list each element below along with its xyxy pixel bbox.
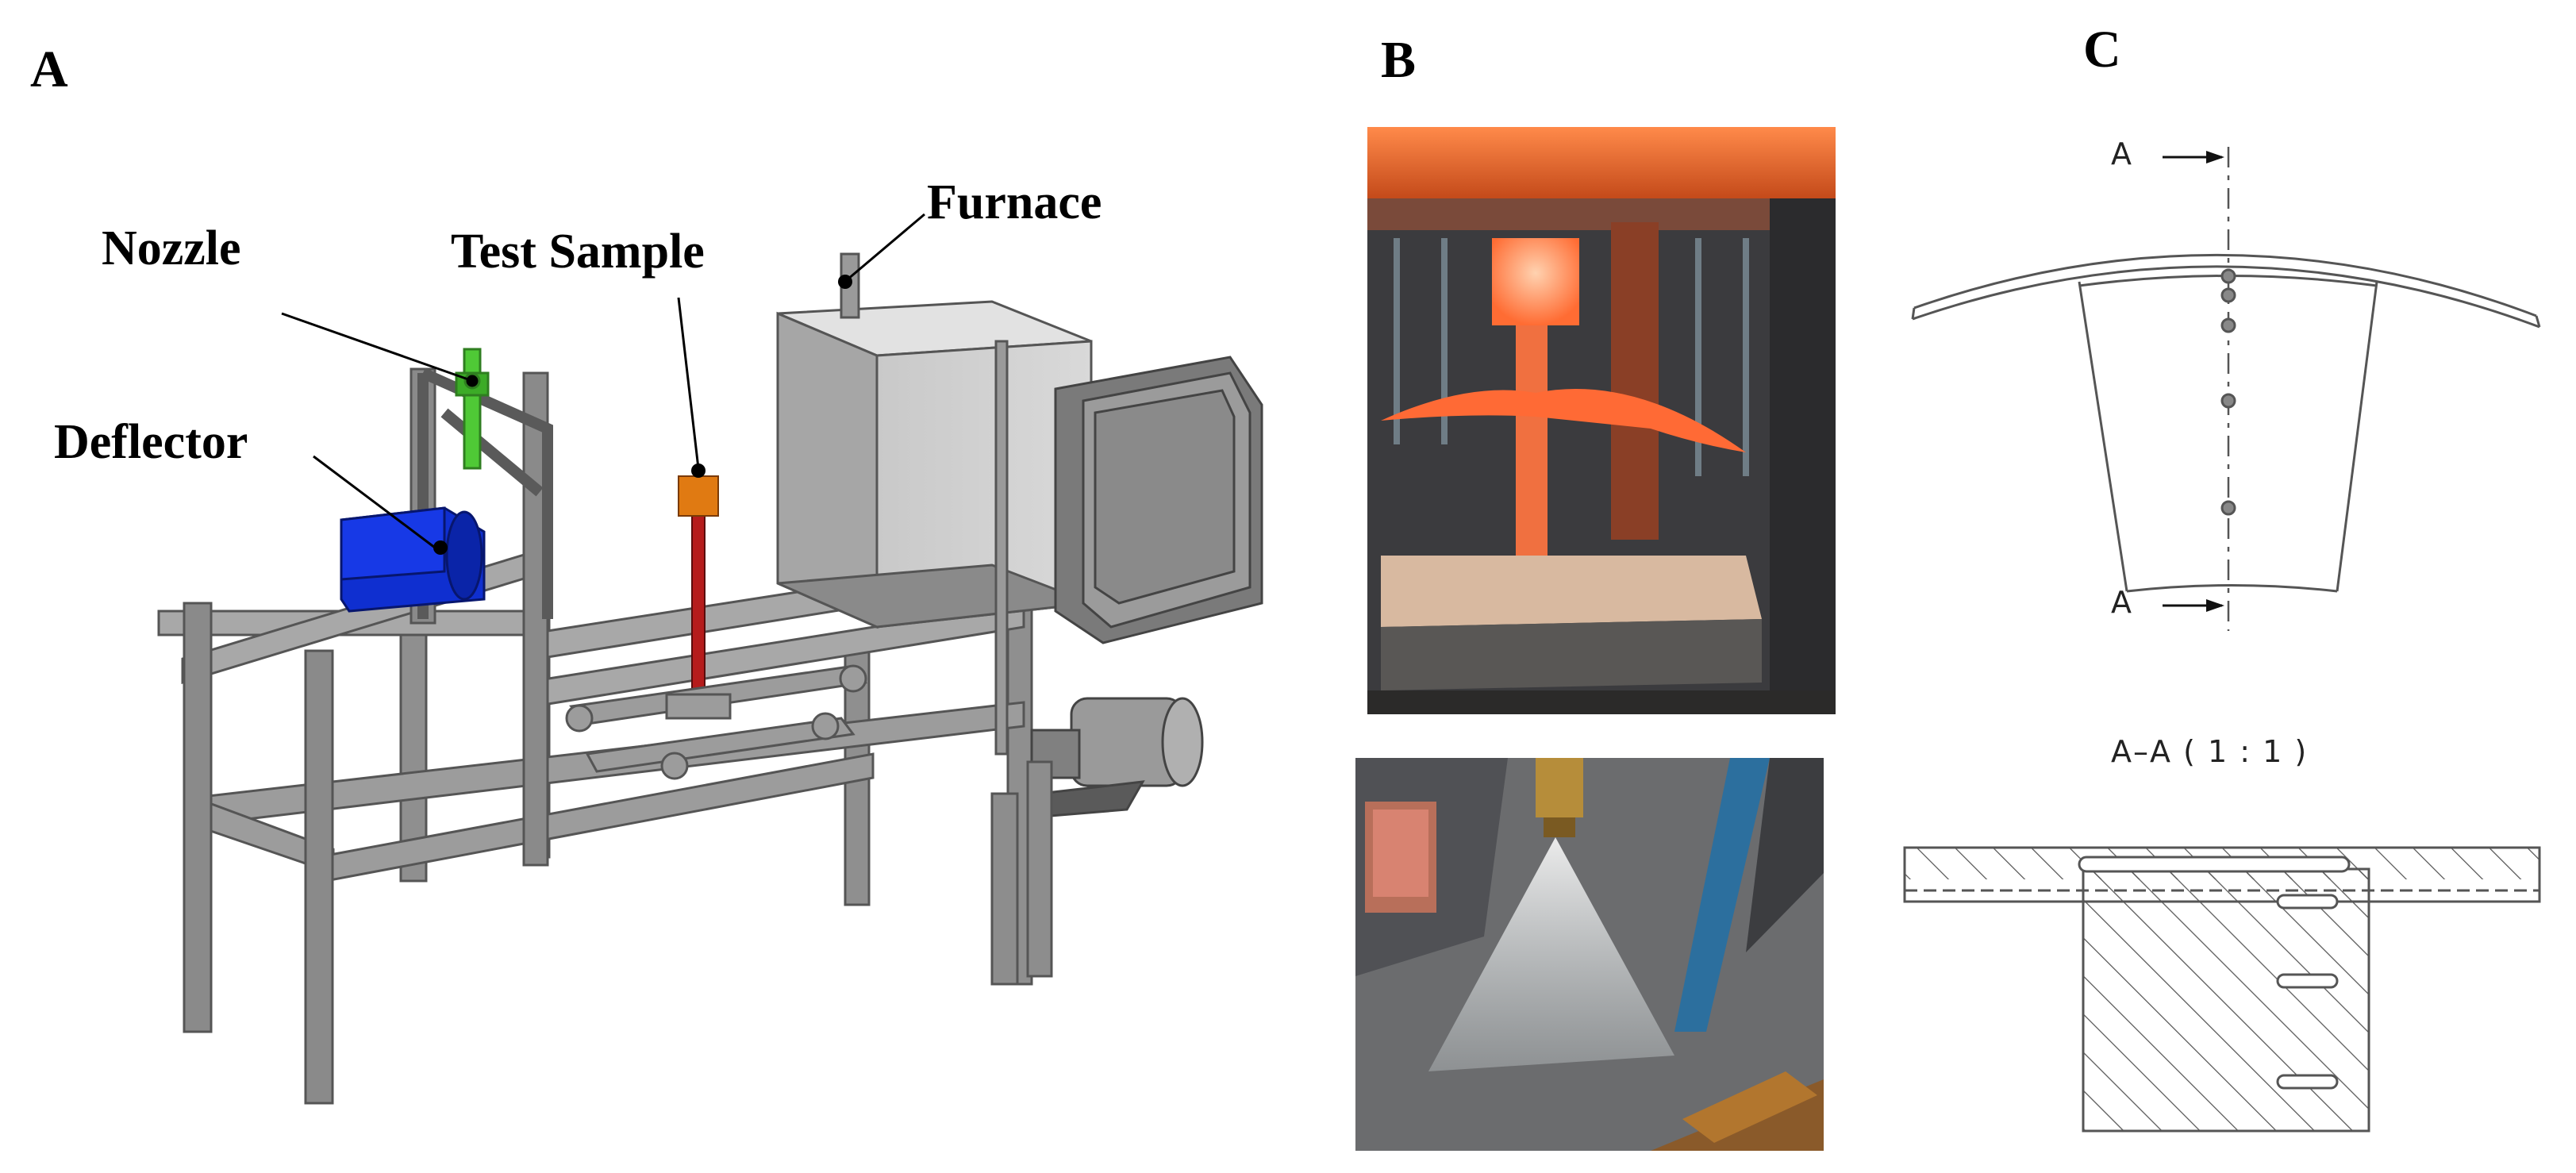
furnace-housing <box>1054 356 1263 644</box>
section-title: A–A ( 1 : 1 ) <box>2111 734 2309 769</box>
motor <box>1029 697 1204 819</box>
section-view <box>1903 846 2541 1133</box>
label-furnace: Furnace <box>927 175 1102 229</box>
panel-letter-a: A <box>30 40 68 98</box>
panel-letter-c: C <box>2083 21 2121 79</box>
panel-letter-b: B <box>1381 31 1417 89</box>
section-mark-top: A <box>2111 137 2133 171</box>
plan-view <box>1911 147 2541 631</box>
leader-lines <box>281 213 925 549</box>
label-deflector: Deflector <box>54 415 248 469</box>
photo-heated-sample <box>1367 127 1836 714</box>
section-mark-bottom: A <box>2111 585 2133 620</box>
apparatus-diagram <box>157 213 1263 1105</box>
test-sample <box>678 463 719 703</box>
label-test-sample: Test Sample <box>451 225 705 279</box>
label-nozzle: Nozzle <box>102 221 241 275</box>
photo-spray-quench <box>1355 758 1824 1151</box>
nozzle <box>455 348 490 470</box>
deflector <box>340 506 486 613</box>
sample-carriage <box>565 664 868 780</box>
furnace <box>776 252 1093 756</box>
